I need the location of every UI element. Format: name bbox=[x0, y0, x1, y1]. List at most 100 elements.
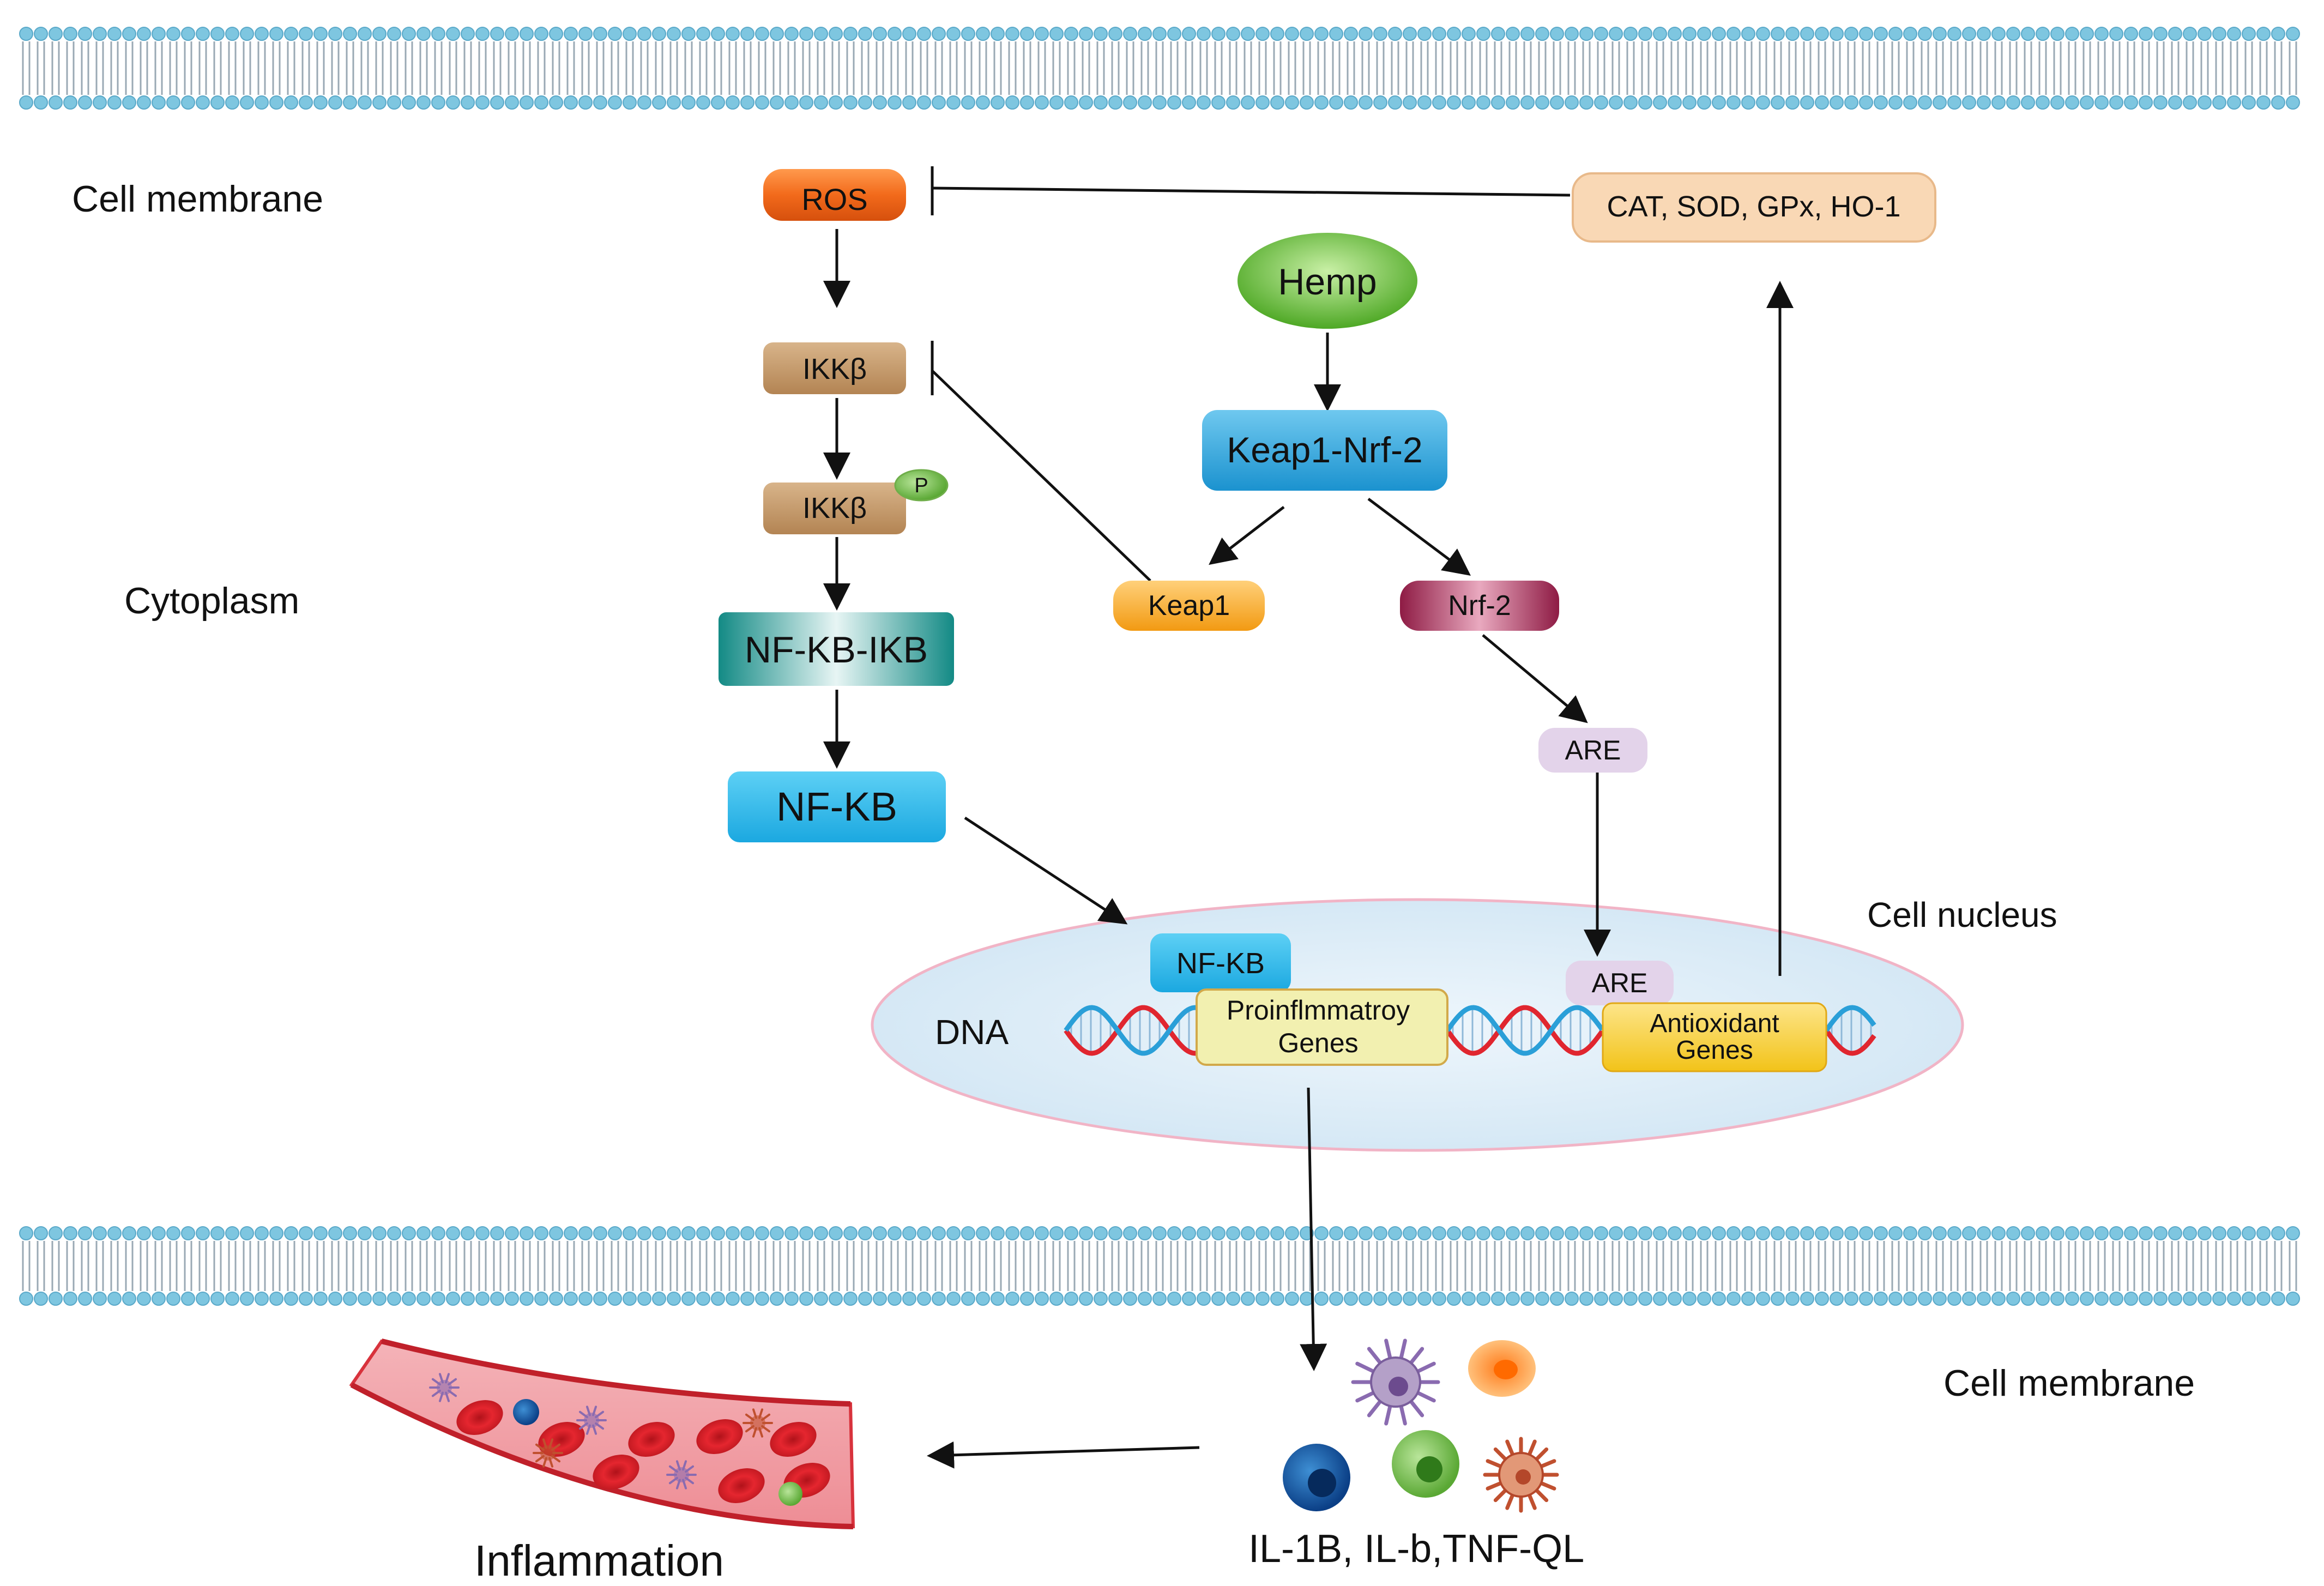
membrane-top-head bbox=[402, 27, 416, 41]
membrane-bottom-head bbox=[475, 1226, 490, 1240]
membrane-top-head bbox=[1888, 27, 1903, 41]
membrane-top-head bbox=[1152, 27, 1167, 41]
membrane-top-head bbox=[1447, 95, 1461, 110]
membrane-bottom-head bbox=[1653, 1226, 1667, 1240]
membrane-bottom-head bbox=[1947, 1292, 1961, 1306]
membrane-top-head bbox=[1005, 27, 1019, 41]
membrane-top-head bbox=[1741, 27, 1755, 41]
membrane-bottom-head bbox=[1535, 1226, 1549, 1240]
membrane-bottom-head bbox=[1476, 1292, 1490, 1306]
membrane-bottom-head bbox=[799, 1292, 813, 1306]
membrane-bottom-head bbox=[1609, 1292, 1623, 1306]
membrane-top-head bbox=[431, 27, 445, 41]
membrane-bottom-head bbox=[93, 1292, 107, 1306]
membrane-top-head bbox=[1403, 27, 1417, 41]
membrane-bottom-head bbox=[78, 1292, 92, 1306]
membrane-top-head bbox=[1152, 95, 1167, 110]
membrane-bottom-head bbox=[358, 1292, 372, 1306]
membrane-bottom-head bbox=[755, 1226, 769, 1240]
membrane-top-head bbox=[1579, 27, 1593, 41]
membrane-bottom-head bbox=[2021, 1226, 2035, 1240]
membrane-top-head bbox=[1094, 95, 1108, 110]
membrane-bottom-head bbox=[755, 1292, 769, 1306]
membrane-bottom-head bbox=[1226, 1226, 1240, 1240]
membrane-top-head bbox=[1830, 95, 1844, 110]
dna-label: DNA bbox=[935, 1012, 1009, 1052]
membrane-bottom-head bbox=[2109, 1292, 2123, 1306]
membrane-top-head bbox=[181, 95, 195, 110]
membrane-top-head bbox=[1947, 95, 1961, 110]
membrane-top-head bbox=[2050, 95, 2065, 110]
membrane-top-head bbox=[225, 27, 239, 41]
membrane-bottom-head bbox=[2139, 1292, 2153, 1306]
membrane-top-head bbox=[2256, 95, 2271, 110]
membrane-top-head bbox=[681, 27, 696, 41]
membrane-top-head bbox=[1815, 27, 1829, 41]
membrane-top-head bbox=[1491, 95, 1505, 110]
membrane-top-head bbox=[1167, 95, 1181, 110]
membrane-top-head bbox=[991, 27, 1005, 41]
membrane-top-head bbox=[1255, 95, 1270, 110]
membrane-bottom-head bbox=[1520, 1226, 1535, 1240]
membrane-top-head bbox=[667, 27, 681, 41]
membrane-top-head bbox=[1359, 95, 1373, 110]
membrane-top-head bbox=[34, 27, 48, 41]
membrane-top-head bbox=[726, 95, 740, 110]
membrane-top-head bbox=[431, 95, 445, 110]
membrane-bottom-head bbox=[1108, 1292, 1122, 1306]
membrane-bottom-head bbox=[770, 1226, 784, 1240]
membrane-top-head bbox=[564, 95, 578, 110]
membrane-top-head bbox=[1094, 27, 1108, 41]
membrane-top-head bbox=[1623, 95, 1638, 110]
membrane-top-head bbox=[608, 95, 622, 110]
membrane-top-head bbox=[505, 95, 519, 110]
membrane-top-head bbox=[2286, 95, 2300, 110]
membrane-bottom-head bbox=[1447, 1226, 1461, 1240]
membrane-top-head bbox=[917, 27, 931, 41]
membrane-top-head bbox=[2065, 27, 2079, 41]
membrane-top-head bbox=[1049, 95, 1064, 110]
membrane-bottom-head bbox=[1859, 1292, 1873, 1306]
membrane-top-head bbox=[446, 95, 460, 110]
membrane-bottom-head bbox=[1462, 1226, 1476, 1240]
membrane-bottom-head bbox=[1064, 1292, 1078, 1306]
membrane-top-head bbox=[1314, 95, 1329, 110]
membrane-bottom-head bbox=[1462, 1292, 1476, 1306]
membrane-top-head bbox=[1035, 27, 1049, 41]
membrane-top-head bbox=[799, 95, 813, 110]
membrane-top-head bbox=[1653, 27, 1667, 41]
membrane-top-head bbox=[1020, 95, 1034, 110]
membrane-bottom-head bbox=[49, 1292, 63, 1306]
nfkb-nuclear-box bbox=[1150, 933, 1291, 992]
membrane-top-head bbox=[1859, 95, 1873, 110]
membrane-top-head bbox=[2080, 27, 2094, 41]
membrane-bottom-head bbox=[1138, 1292, 1152, 1306]
membrane-top-head bbox=[1874, 27, 1888, 41]
membrane-bottom-head bbox=[1506, 1226, 1520, 1240]
membrane-bottom-head bbox=[1020, 1226, 1034, 1240]
membrane-top-head bbox=[2242, 27, 2256, 41]
membrane-top-head bbox=[1668, 95, 1682, 110]
membrane-top-head bbox=[2036, 95, 2050, 110]
membrane-bottom-head bbox=[2050, 1226, 2065, 1240]
membrane-top-head bbox=[34, 95, 48, 110]
red-star-cell-icon bbox=[1483, 1437, 1559, 1513]
membrane-bottom-head bbox=[1152, 1226, 1167, 1240]
membrane-top-head bbox=[461, 27, 475, 41]
membrane-top-head bbox=[534, 95, 548, 110]
membrane-top-head bbox=[2242, 95, 2256, 110]
membrane-bottom-head bbox=[1476, 1226, 1490, 1240]
membrane-top-head bbox=[991, 95, 1005, 110]
membrane-top-head bbox=[843, 95, 858, 110]
membrane-top-head bbox=[755, 27, 769, 41]
membrane-bottom-head bbox=[240, 1292, 254, 1306]
membrane-top-head bbox=[2036, 27, 2050, 41]
membrane-bottom-head bbox=[932, 1226, 946, 1240]
membrane-top-head bbox=[1388, 27, 1402, 41]
membrane-top-head bbox=[1476, 27, 1490, 41]
membrane-bottom-head bbox=[1373, 1226, 1387, 1240]
blue-cell-icon bbox=[513, 1399, 539, 1425]
blood-vessel-illustration bbox=[349, 1338, 855, 1529]
membrane-top-head bbox=[932, 95, 946, 110]
